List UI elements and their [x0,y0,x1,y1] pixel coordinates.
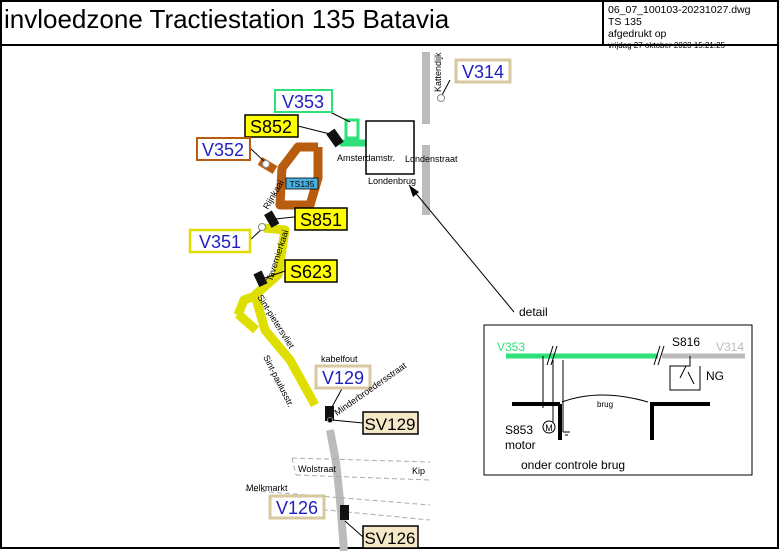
label-SV129[interactable]: SV129 [362,411,419,435]
detail-S853: S853 [505,423,533,437]
label-V351-text: V351 [199,232,241,252]
label-S623[interactable]: S623 [284,259,338,283]
label-SV129-text: SV129 [364,415,415,434]
label-V129[interactable]: V129 [314,364,372,390]
motor-symbol [542,420,556,434]
londenbrug-box [365,120,415,175]
print-date: vrijdag 27 oktober 2023 15:21:25 [608,41,725,50]
label-V126-text: V126 [276,498,318,518]
street-amsterdamstr: Amsterdamstr. [337,153,395,163]
label-S851-text: S851 [300,210,342,230]
green-track-v353 [340,118,366,147]
label-V314[interactable]: V314 [454,58,512,84]
connection-points [258,94,445,423]
detail-S816: S816 [672,335,700,349]
detail-brug: brug [597,400,613,409]
label-SV126-text: SV126 [364,529,415,548]
detail-V314: V314 [716,340,744,354]
note-kabelfout: kabelfout [321,354,358,364]
label-V352[interactable]: V352 [196,137,251,161]
street-londenstraat: Londenstraat [405,154,458,164]
page-title: invloedzone Tractiestation 135 Batavia [4,4,450,34]
detail-motor: motor [505,438,536,452]
street-londenbrug: Londenbrug [368,176,416,186]
label-SV126[interactable]: SV126 [362,525,419,549]
title-block: 06_07_100103-20231027.dwg TS 135 afgedru… [608,4,750,52]
track-south [326,429,348,551]
label-V351[interactable]: V351 [188,228,252,254]
file-name: 06_07_100103-20231027.dwg [608,4,751,16]
header-vertical-divider [602,0,604,46]
yellow-track-v351 [233,223,319,408]
station-id: TS 135 [608,16,642,28]
detail-pointer-label: detail [519,305,548,319]
motor-m-glyph: M [545,423,553,433]
label-S623-text: S623 [290,262,332,282]
label-V353-text: V353 [282,92,324,112]
label-V353[interactable]: V353 [274,89,333,113]
switch-blocks [253,128,349,520]
street-kip: Kip [412,466,425,476]
detail-NG: NG [706,369,724,383]
detail-V353: V353 [497,340,525,354]
label-V352-text: V352 [202,140,244,160]
detail-arrowhead [409,185,419,197]
label-S851[interactable]: S851 [294,207,348,231]
street-melkmarkt: Melkmarkt [246,483,288,493]
label-TS135[interactable]: TS135 [285,177,319,190]
label-V126[interactable]: V126 [268,494,326,520]
label-S852-text: S852 [250,117,292,137]
label-V129-text: V129 [322,368,364,388]
detail-inset: M V353 S816 V314 NG brug S853 motor onde… [483,324,753,476]
street-wolstraat: Wolstraat [298,464,336,474]
printed-label: afgedrukt op [608,28,667,40]
street-kattendijk: Kattendijk [433,52,443,92]
header-divider [0,44,777,46]
detail-caption: onder controle brug [521,458,625,472]
label-V314-text: V314 [462,62,504,82]
grey-tracks [326,52,430,551]
label-S852[interactable]: S852 [244,114,299,138]
leader-lines [249,79,451,538]
label-TS135-text: TS135 [289,179,314,189]
detail-pointer-line [408,184,515,313]
